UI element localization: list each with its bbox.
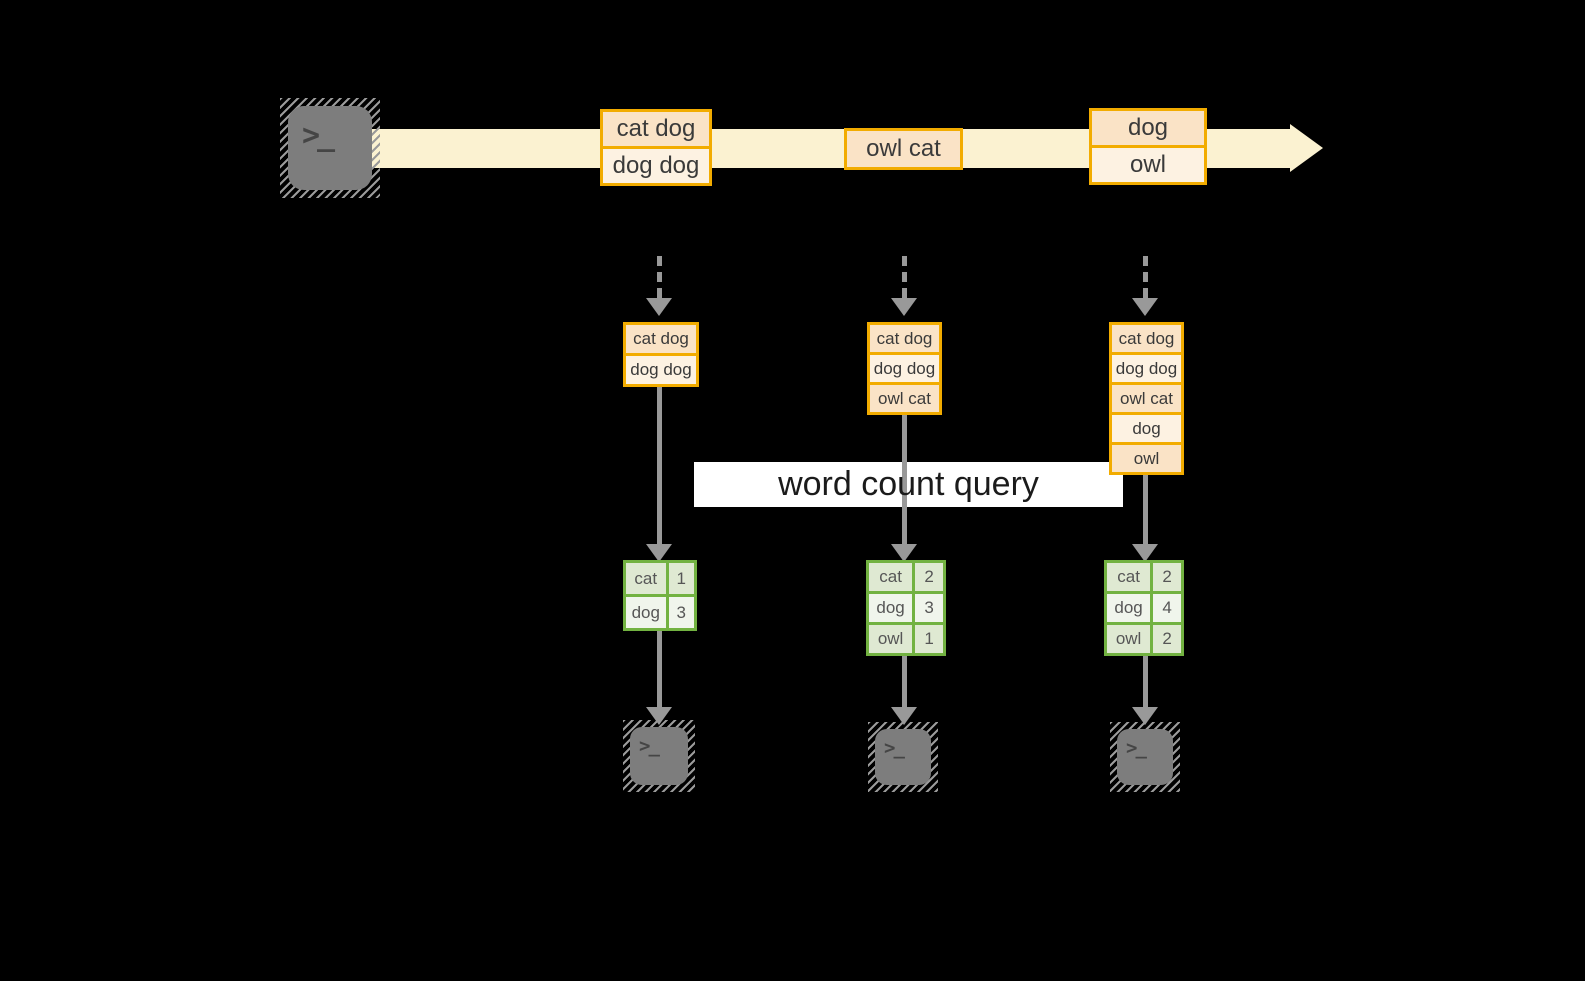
count-word: owl: [1107, 625, 1151, 653]
arrow-line-sink-1: [657, 629, 662, 707]
arrow-line-sink-3: [1143, 654, 1148, 707]
state-cell: owl: [1112, 442, 1181, 472]
state-cell: cat dog: [626, 325, 696, 353]
dashed-arrow-line-3: [1143, 256, 1148, 298]
count-word: dog: [869, 594, 913, 622]
arrow-line-state-1: [657, 385, 662, 544]
arrow-head-sink-1: [646, 707, 672, 725]
state-cell: dog dog: [870, 352, 939, 382]
dashed-arrow-line-2: [902, 256, 907, 298]
stream-event-line: dog: [1092, 111, 1204, 145]
state-cell: cat dog: [1112, 325, 1181, 352]
count-value: 1: [912, 625, 943, 653]
terminal-icon: >_: [1117, 729, 1173, 785]
count-table-1: cat 1 dog 3: [623, 560, 697, 631]
terminal-icon: >_: [630, 727, 688, 785]
arrow-head-state-1: [646, 544, 672, 562]
query-label-box: [694, 462, 1123, 507]
terminal-prompt-icon: >_: [1126, 737, 1147, 759]
dashed-arrow-head-1: [646, 298, 672, 316]
arrow-head-sink-2: [891, 707, 917, 725]
state-buffer-1: cat dog dog dog: [623, 322, 699, 387]
arrow-line-state-2: [902, 413, 907, 544]
count-word: dog: [626, 597, 666, 628]
state-cell: dog dog: [1112, 352, 1181, 382]
stream-event-line: dog dog: [603, 146, 709, 183]
terminal-prompt-icon: >_: [302, 118, 335, 153]
arrow-head-state-2: [891, 544, 917, 562]
count-value: 3: [665, 597, 694, 628]
count-value: 2: [912, 563, 943, 591]
dashed-arrow-line-1: [657, 256, 662, 298]
sink-terminal-icon-1: >_: [623, 720, 695, 792]
count-table-2: cat 2 dog 3 owl 1: [866, 560, 946, 656]
terminal-icon: >_: [875, 729, 931, 785]
stream-event-line: cat dog: [603, 112, 709, 146]
count-value: 4: [1150, 594, 1181, 622]
stream-event-line: owl: [1092, 145, 1204, 182]
arrow-line-state-3: [1143, 473, 1148, 544]
state-buffer-3: cat dog dog dog owl cat dog owl: [1109, 322, 1184, 475]
state-cell: dog: [1112, 412, 1181, 442]
count-value: 1: [665, 563, 694, 594]
count-word: cat: [626, 563, 666, 594]
stream-arrow-head: [1290, 124, 1323, 172]
source-terminal-icon: >_: [280, 98, 380, 198]
state-buffer-2: cat dog dog dog owl cat: [867, 322, 942, 415]
dashed-arrow-head-2: [891, 298, 917, 316]
state-cell: dog dog: [626, 353, 696, 384]
count-value: 3: [912, 594, 943, 622]
stream-event-1: cat dog dog dog: [600, 109, 712, 186]
sink-terminal-icon-2: >_: [868, 722, 938, 792]
count-value: 2: [1150, 563, 1181, 591]
state-cell: owl cat: [1112, 382, 1181, 412]
count-word: dog: [1107, 594, 1151, 622]
count-table-3: cat 2 dog 4 owl 2: [1104, 560, 1184, 656]
arrow-head-state-3: [1132, 544, 1158, 562]
count-word: cat: [1107, 563, 1151, 591]
terminal-prompt-icon: >_: [639, 735, 660, 757]
count-value: 2: [1150, 625, 1181, 653]
query-label: word count query: [778, 465, 1039, 503]
arrow-head-sink-3: [1132, 707, 1158, 725]
dashed-arrow-head-3: [1132, 298, 1158, 316]
terminal-icon: >_: [288, 106, 372, 190]
state-cell: cat dog: [870, 325, 939, 352]
sink-terminal-icon-3: >_: [1110, 722, 1180, 792]
state-cell: owl cat: [870, 382, 939, 412]
terminal-prompt-icon: >_: [884, 737, 905, 759]
stream-event-line: owl cat: [847, 131, 960, 167]
count-word: owl: [869, 625, 913, 653]
stream-event-2: owl cat: [844, 128, 963, 170]
stream-event-3: dog owl: [1089, 108, 1207, 185]
count-word: cat: [869, 563, 913, 591]
arrow-line-sink-2: [902, 654, 907, 707]
